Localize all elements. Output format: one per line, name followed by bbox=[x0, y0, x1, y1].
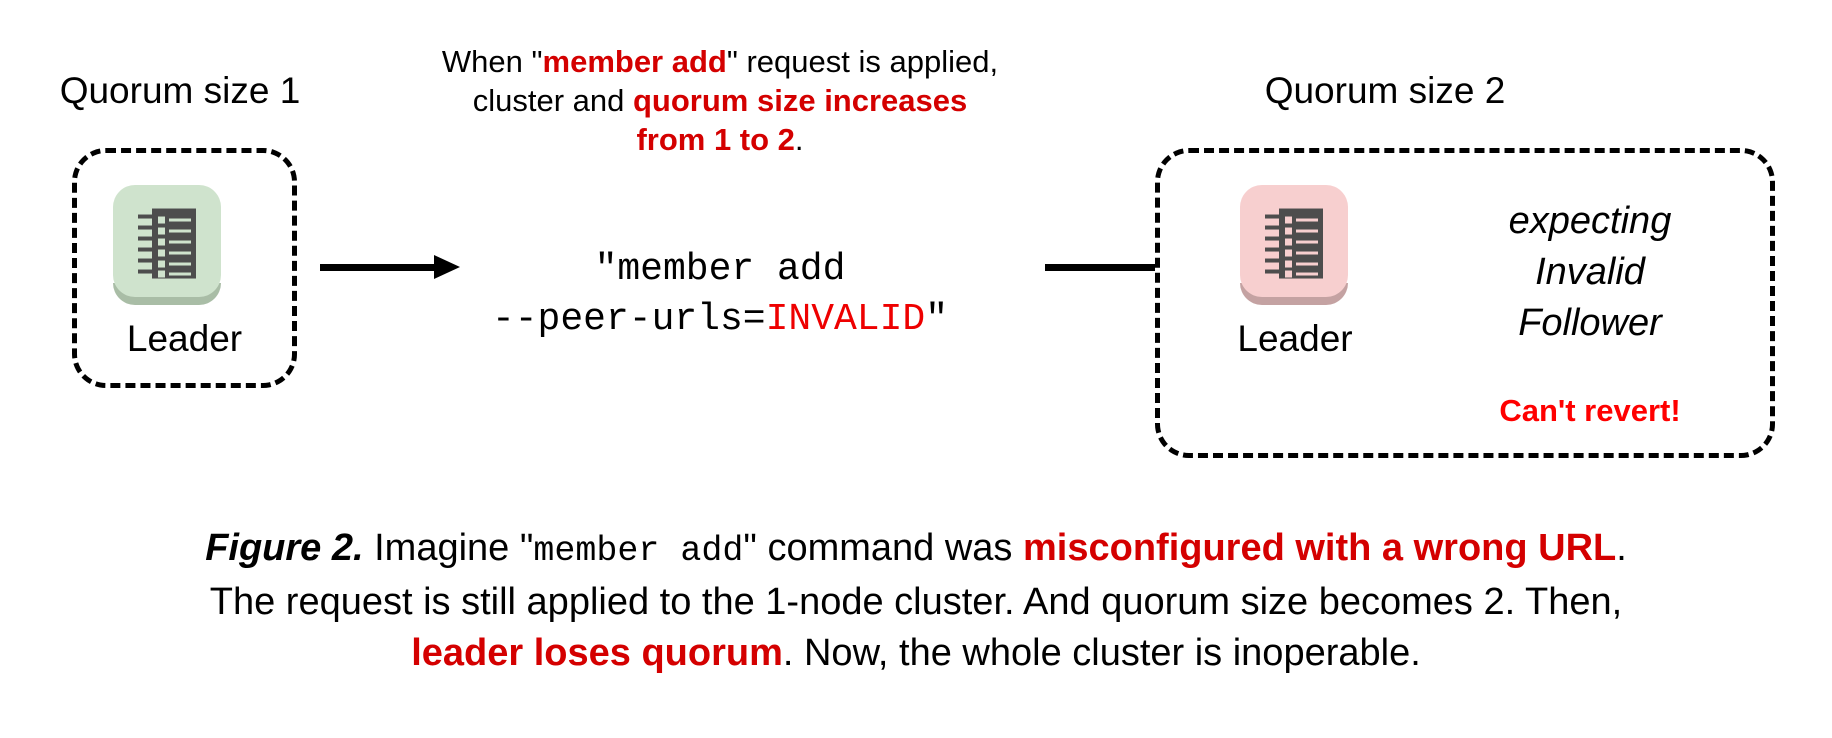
right-cluster-title: Quorum size 2 bbox=[1264, 70, 1506, 111]
top-annotation-line-3: from 1 to 2. bbox=[370, 120, 1070, 159]
right-node-tile bbox=[1240, 185, 1348, 305]
top-note-l1-a: When " bbox=[441, 44, 543, 79]
caption-line-3: leader loses quorum. Now, the whole clus… bbox=[0, 628, 1832, 679]
expect-line-1: expecting bbox=[1508, 200, 1672, 242]
top-note-l3-b: . bbox=[794, 122, 804, 157]
top-note-l3-a: from 1 to 2 bbox=[636, 122, 795, 157]
expect-line-3: Follower bbox=[1518, 302, 1662, 344]
server-ledger-icon bbox=[138, 208, 196, 279]
figure-caption: Figure 2. Imagine "member add" command w… bbox=[0, 523, 1832, 679]
top-note-l2-a: cluster and bbox=[472, 83, 633, 118]
command-line-1: "member add bbox=[594, 248, 846, 291]
command-text: "member add --peer-urls=INVALID" bbox=[400, 245, 1040, 345]
expect-line-2: Invalid bbox=[1535, 251, 1645, 293]
cant-revert-warning: Can't revert! bbox=[1499, 393, 1681, 428]
caption-figure-number: Figure 2. bbox=[205, 527, 364, 569]
arrow-right-icon-left bbox=[320, 255, 460, 279]
command-line-2: --peer-urls=INVALID" bbox=[400, 295, 1040, 345]
caption-l1-c: . bbox=[1616, 527, 1627, 569]
top-annotation-line-2: cluster and quorum size increases bbox=[370, 81, 1070, 120]
left-node-label: Leader bbox=[126, 318, 243, 359]
right-node-label: Leader bbox=[1237, 318, 1353, 359]
command-l2-invalid: INVALID bbox=[765, 298, 926, 341]
top-note-l1-c: " request is applied, bbox=[726, 44, 999, 79]
caption-l1-a: Imagine " bbox=[363, 527, 534, 569]
top-note-l1-b: member add bbox=[542, 44, 727, 79]
left-node-tile bbox=[113, 185, 221, 305]
caption-l3-red: leader loses quorum bbox=[411, 632, 783, 674]
left-cluster-title: Quorum size 1 bbox=[59, 70, 301, 111]
expecting-invalid-follower-note: expecting Invalid Follower bbox=[1440, 196, 1740, 349]
caption-l1-red: misconfigured with a wrong URL bbox=[1023, 527, 1617, 569]
caption-l3-a: . Now, the whole cluster is inoperable. bbox=[782, 632, 1421, 674]
top-annotation: When "member add" request is applied, cl… bbox=[370, 42, 1070, 159]
right-node bbox=[1240, 185, 1348, 305]
top-note-l2-b: quorum size increases bbox=[633, 83, 968, 118]
caption-l1-mono: member add bbox=[533, 531, 744, 571]
caption-l1-b: " command was bbox=[743, 527, 1023, 569]
command-l2-c: " bbox=[925, 298, 949, 341]
caption-line-2: The request is still applied to the 1-no… bbox=[209, 581, 1623, 623]
top-annotation-line-1: When "member add" request is applied, bbox=[370, 42, 1070, 81]
command-l2-a: --peer-urls= bbox=[491, 298, 766, 341]
left-node bbox=[113, 185, 221, 305]
server-ledger-icon bbox=[1265, 208, 1323, 279]
caption-line-1: Figure 2. Imagine "member add" command w… bbox=[0, 523, 1832, 577]
